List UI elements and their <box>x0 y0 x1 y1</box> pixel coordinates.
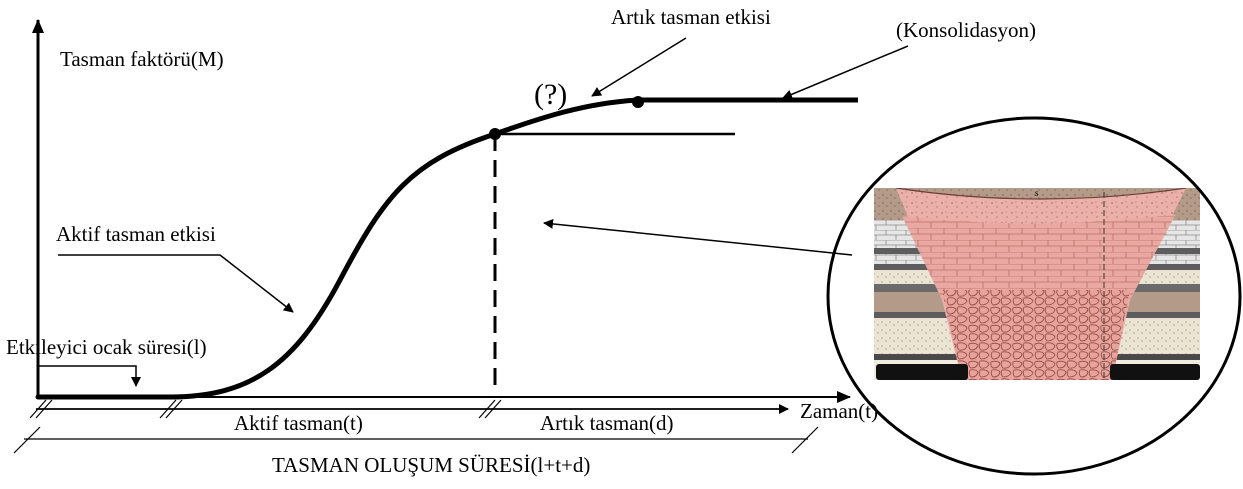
mined-panel-right <box>1110 364 1200 380</box>
inset-cross-section: s <box>826 116 1242 476</box>
question-label: (?) <box>534 78 567 111</box>
total-duration-ticks <box>13 426 819 454</box>
residual-effect-label: Artık tasman etkisi <box>611 5 771 29</box>
consolidation-label: (Konsolidasyon) <box>896 18 1036 42</box>
mined-panel-left <box>876 364 968 380</box>
active-subsidence-label: Aktif tasman(t) <box>234 411 363 435</box>
active-effect-arrow <box>58 254 294 313</box>
influence-period-label: Etkileyici ocak süresi(l) <box>6 335 207 359</box>
active-effect-label: Aktif tasman etkisi <box>56 222 216 246</box>
time-axis-breaks <box>29 399 502 419</box>
inset-s-mark: s <box>1035 188 1039 198</box>
influence-period-arrow <box>38 365 141 387</box>
y-axis-label: Tasman faktörü(M) <box>60 47 224 71</box>
subsidence-curve <box>35 97 641 400</box>
residual-subsidence-label: Artık tasman(d) <box>540 411 674 435</box>
inset-frame <box>826 116 1242 476</box>
consolidation-arrow <box>782 45 909 100</box>
inset-arrow <box>543 218 853 256</box>
residual-effect-arrow <box>591 37 687 97</box>
total-duration-label: TASMAN OLUŞUM SÜRESİ(l+t+d) <box>272 453 590 477</box>
active-end-point <box>489 128 501 140</box>
x-axis-label: Zaman(t) <box>800 399 878 423</box>
residual-end-point <box>632 96 644 108</box>
